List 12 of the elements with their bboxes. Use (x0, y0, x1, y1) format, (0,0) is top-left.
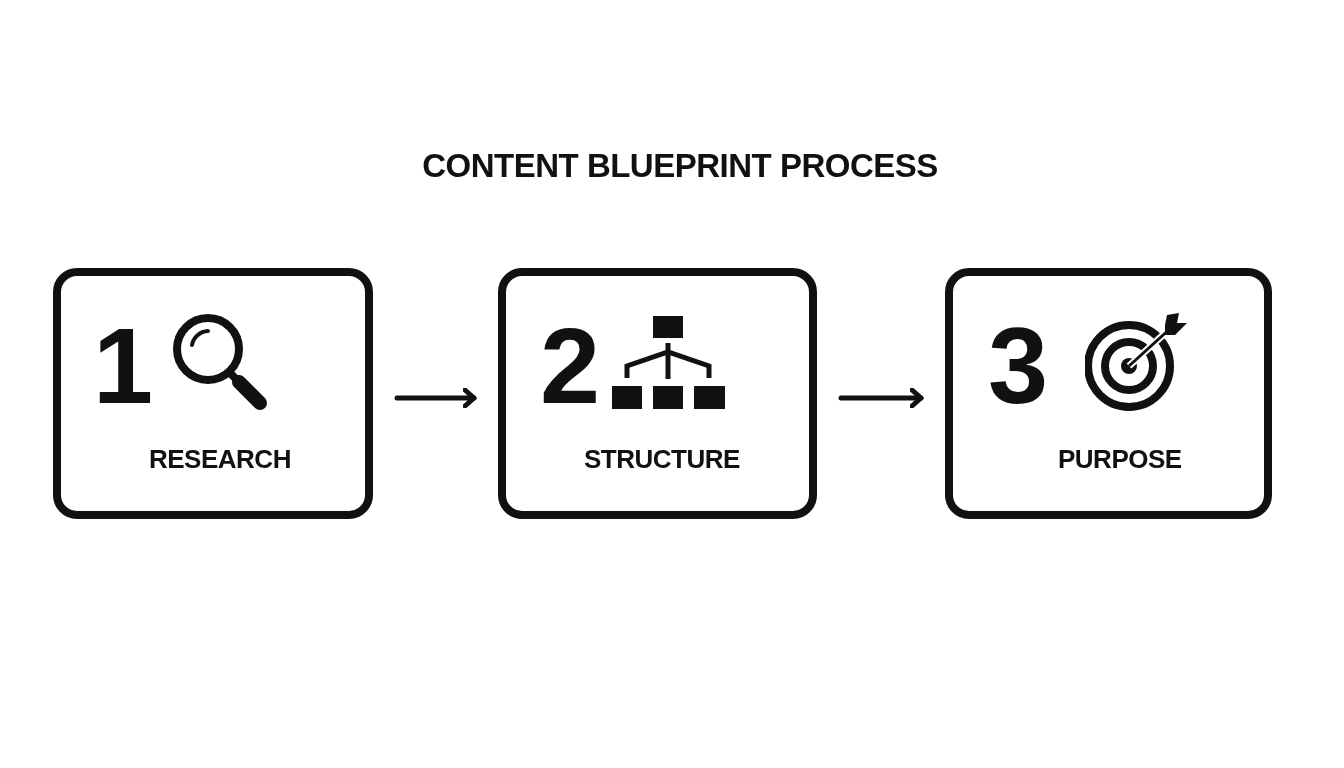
step-label: STRUCTURE (584, 444, 740, 474)
diagram-title: CONTENT BLUEPRINT PROCESS (422, 146, 938, 186)
step-label: PURPOSE (1058, 444, 1182, 474)
step-number: 1 (93, 312, 154, 420)
step-box (498, 268, 817, 519)
arrow (394, 387, 477, 409)
step-number: 2 (540, 312, 601, 420)
step-label: RESEARCH (149, 444, 291, 474)
step-box (945, 268, 1272, 519)
arrow (838, 387, 924, 409)
step-box (53, 268, 373, 519)
step-number: 3 (988, 312, 1049, 420)
